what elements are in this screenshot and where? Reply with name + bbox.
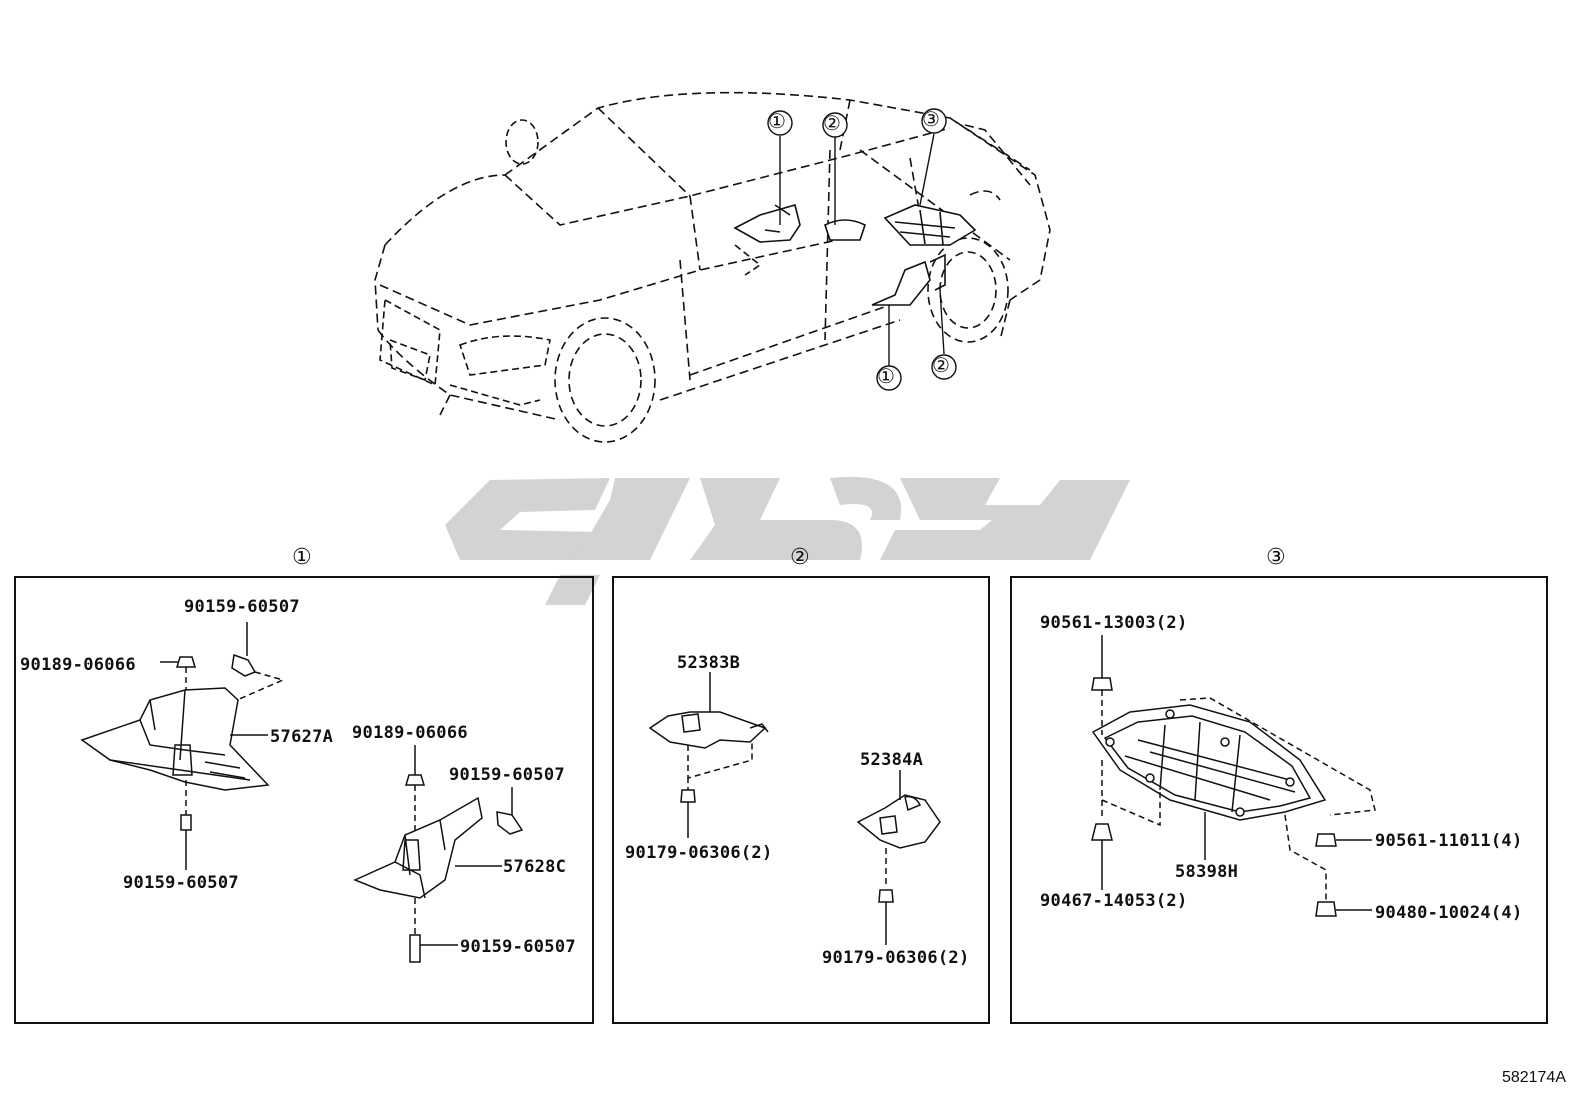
car-callout-2-top: ② [823, 111, 841, 135]
reference-code: 582174A [1501, 1069, 1566, 1086]
panel-3-label-clip-lower: 90467-14053(2) [1040, 891, 1188, 911]
panel-3-title: ③ [1266, 545, 1286, 570]
panel-1-label-bolt-lower: 90159-60507 [123, 873, 239, 893]
panel-1-label-shield-front: 57627A [270, 727, 334, 747]
panel-2-label-cover-front: 52383B [677, 653, 741, 673]
car-callout-1-bottom: ① [877, 364, 895, 388]
panel-1-label-nut-right: 90189-06066 [352, 723, 468, 743]
panel-3 [1010, 576, 1548, 1024]
panel-2-label-clip-front: 90179-06306(2) [625, 843, 773, 863]
panel-3-label-bolt-side: 90480-10024(4) [1375, 903, 1523, 923]
panel-1-label-nut-left: 90189-06066 [20, 655, 136, 675]
panel-2-label-cover-rear: 52384A [860, 750, 924, 770]
panel-2 [612, 576, 990, 1024]
panel-1-label-shield-rear: 57628C [503, 857, 567, 877]
panel-1-title: ① [292, 545, 312, 570]
panel-3-label-clip-top: 90561-13003(2) [1040, 613, 1188, 633]
car-callout-2-bottom: ② [932, 353, 950, 377]
panel-3-label-clip-side: 90561-11011(4) [1375, 831, 1523, 851]
panel-1-label-bolt-right: 90159-60507 [460, 937, 576, 957]
panel-1-label-clip-right: 90159-60507 [449, 765, 565, 785]
panel-1 [14, 576, 594, 1024]
panel-3-label-cover-main: 58398H [1175, 862, 1239, 882]
panel-1-label-clip-top: 90159-60507 [184, 597, 300, 617]
car-callout-1-top: ① [768, 109, 786, 133]
panel-2-title: ② [790, 545, 810, 570]
car-callout-3-top: ③ [922, 107, 940, 131]
panel-2-label-clip-rear: 90179-06306(2) [822, 948, 970, 968]
